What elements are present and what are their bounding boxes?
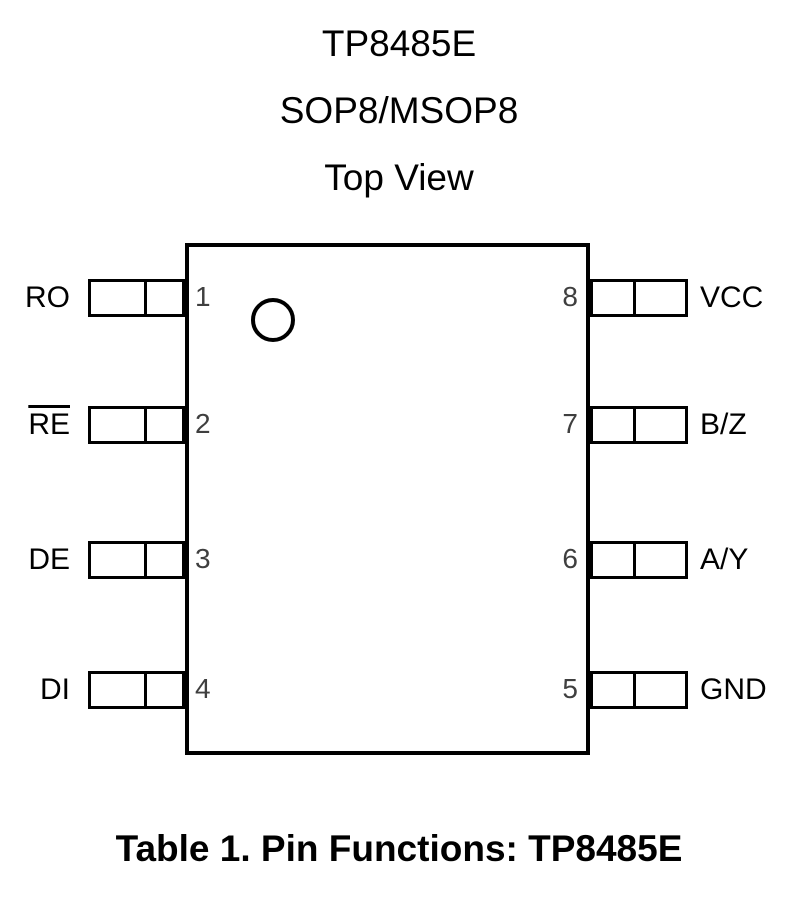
pin1-indicator-circle <box>251 298 295 342</box>
pin-row-4: DI 4 5 GND <box>0 671 798 709</box>
view-title: Top View <box>324 157 474 198</box>
chip-body <box>185 243 590 755</box>
pin-name-text: GND <box>700 673 767 706</box>
pin-row-2: RE 2 7 B/Z <box>0 406 798 444</box>
pin-name-text: VCC <box>700 281 764 314</box>
pin-lead-divider <box>633 409 637 441</box>
pin-row-1: RO 1 8 VCC <box>0 279 798 317</box>
part-number-title: TP8485E <box>321 23 477 64</box>
pin-lead-left <box>88 406 185 444</box>
pin-lead-left <box>88 279 185 317</box>
pin-lead-divider <box>143 282 147 314</box>
pin-number-left: 2 <box>195 408 211 439</box>
pin-number-left: 1 <box>195 281 211 312</box>
pin-lead-divider <box>633 674 637 706</box>
pin-name-label-left: RO <box>0 279 70 317</box>
pin-name-text: A/Y <box>700 543 749 576</box>
pin-name-label-left: RE <box>0 406 70 444</box>
pin-name-label-left: DE <box>0 541 70 579</box>
pin-number-left: 4 <box>195 673 211 704</box>
pin-name-text: B/Z <box>700 408 747 441</box>
pin-name-label-right: GND <box>700 671 795 709</box>
pin-number-right: 6 <box>562 543 578 574</box>
package-title: SOP8/MSOP8 <box>279 90 519 131</box>
pin-lead-left <box>88 671 185 709</box>
pin-lead-divider <box>633 282 637 314</box>
pin-lead-divider <box>633 544 637 576</box>
pin-number-right: 8 <box>562 281 578 312</box>
pin-lead-divider <box>143 544 147 576</box>
pin-row-3: DE 3 6 A/Y <box>0 541 798 579</box>
pin-number-right: 7 <box>562 408 578 439</box>
pin-lead-right <box>590 671 688 709</box>
pin-lead-right <box>590 406 688 444</box>
pin-number-left: 3 <box>195 543 211 574</box>
pin-name-label-right: VCC <box>700 279 795 317</box>
pin-name-label-right: A/Y <box>700 541 795 579</box>
pin-name-text: RE <box>28 408 70 441</box>
pin-lead-right <box>590 541 688 579</box>
pin-lead-divider <box>143 409 147 441</box>
pin-name-text: DE <box>28 543 70 576</box>
table-caption: Table 1. Pin Functions: TP8485E <box>115 828 683 869</box>
pin-name-label-right: B/Z <box>700 406 795 444</box>
pin-lead-left <box>88 541 185 579</box>
pin-name-label-left: DI <box>0 671 70 709</box>
pin-number-right: 5 <box>562 673 578 704</box>
pin-name-text: RO <box>25 281 70 314</box>
pin-lead-divider <box>143 674 147 706</box>
pin-lead-right <box>590 279 688 317</box>
pin-name-text: DI <box>40 673 70 706</box>
